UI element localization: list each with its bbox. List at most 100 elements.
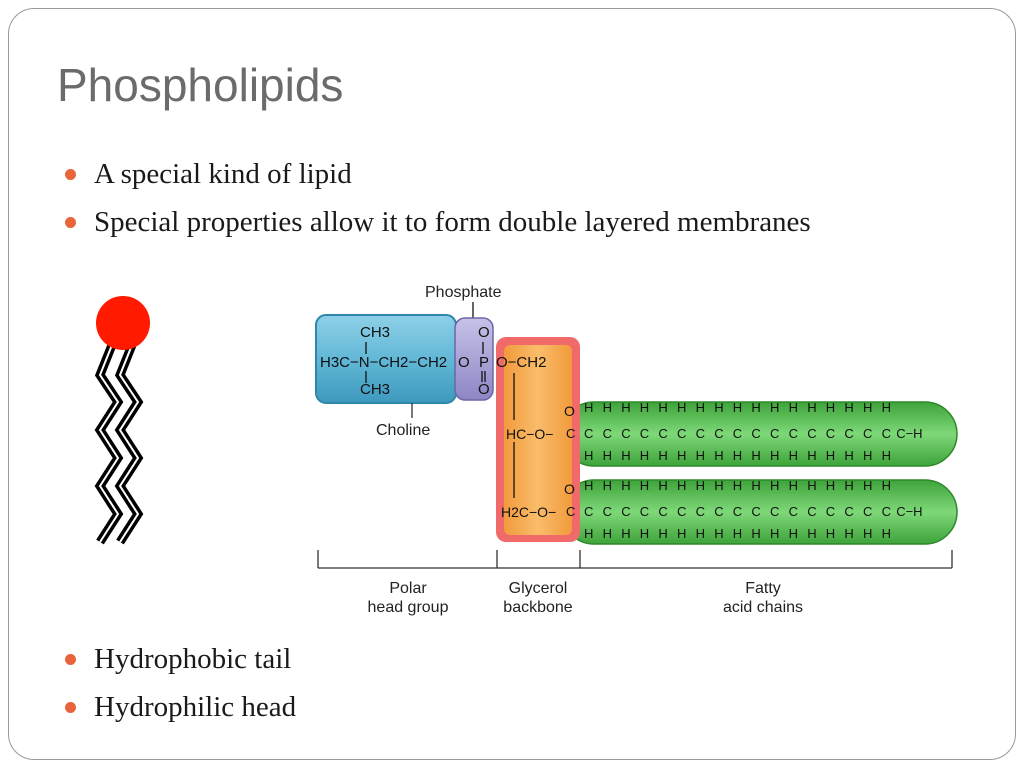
chain-hydrogen: H (584, 526, 593, 541)
chain-hydrogen: H (621, 478, 630, 493)
chain-hydrogen: H (770, 526, 779, 541)
chain-hydrogen: H (696, 478, 705, 493)
chain-hydrogen: H (844, 400, 853, 415)
chain-carbon: C (844, 504, 853, 519)
chain-hydrogen: H (584, 448, 593, 463)
chain-hydrogen: H (640, 478, 649, 493)
chain-carbon: C (621, 504, 630, 519)
chain-hydrogen: H (658, 400, 667, 415)
chain-hydrogen: H (789, 526, 798, 541)
chain-hydrogen: H (826, 526, 835, 541)
bullet-text: Hydrophobic tail (94, 643, 292, 675)
bullet-dot-icon (65, 217, 76, 228)
bullet-list-top: A special kind of lipid Special properti… (62, 150, 811, 246)
chain-hydrogen: H (733, 526, 742, 541)
chain-carbon: C (696, 504, 705, 519)
chain-hydrogen: H (751, 526, 760, 541)
chain-hydrogen: H (621, 400, 630, 415)
polar-head-label-line2: head group (368, 599, 449, 616)
tail-left-highlight (98, 344, 120, 543)
phospholipid-icon (94, 296, 150, 545)
chain-carbon: C (770, 504, 779, 519)
phosphate-o-bottom: O (478, 381, 490, 398)
chain-hydrogen: H (584, 400, 593, 415)
chain-hydrogen: H (751, 478, 760, 493)
chain-hydrogen: H (677, 526, 686, 541)
chain-carbon: C (714, 426, 723, 441)
backbone-ch2: O−CH2 (496, 354, 546, 371)
bullet-dot-icon (65, 702, 76, 713)
chain-carbon: C (789, 504, 798, 519)
chain-hydrogen: H (733, 400, 742, 415)
phosphate-o-top: O (478, 324, 490, 341)
hc-o-label: HC−O− (506, 426, 553, 442)
chain-hydrogen: H (844, 478, 853, 493)
phosphate-group (454, 317, 494, 401)
chain-hydrogen: H (863, 400, 872, 415)
chain-carbon: C (863, 426, 872, 441)
phospholipid-diagram: Phosphate CH3 H3C−N−CH2−CH2 CH3 O O P O … (315, 284, 958, 616)
chain-carbon: C (584, 504, 593, 519)
chain-hydrogen: H (844, 526, 853, 541)
chain-hydrogen: H (714, 448, 723, 463)
chain-hydrogen: H (882, 526, 891, 541)
chain-carbon: C (566, 426, 575, 441)
hydrophilic-head-icon (96, 296, 150, 350)
chain-hydrogen: H (658, 526, 667, 541)
chain-hydrogen: H (733, 448, 742, 463)
bullet-dot-icon (65, 654, 76, 665)
chain-carbon: C (751, 426, 760, 441)
chain-carbon: C (751, 504, 760, 519)
chain-hydrogen: H (807, 478, 816, 493)
chain-carbon: C (844, 426, 853, 441)
chain-hydrogen: H (863, 526, 872, 541)
chain-hydrogen: H (714, 526, 723, 541)
chain-hydrogen: H (770, 478, 779, 493)
phosphate-o-left: O (458, 354, 470, 371)
chain-carbon: C (882, 426, 891, 441)
chain-hydrogen: H (714, 478, 723, 493)
bullet-item: Hydrophobic tail (62, 635, 296, 683)
chain-hydrogen: H (807, 400, 816, 415)
chain-hydrogen: H (640, 526, 649, 541)
chain-hydrogen: H (640, 400, 649, 415)
h2c-o-label: H2C−O− (501, 504, 556, 520)
chain-hydrogen: H (882, 400, 891, 415)
chain-terminal: C−H (896, 426, 922, 441)
ch3-top: CH3 (360, 324, 390, 341)
chain-hydrogen: H (770, 448, 779, 463)
chain-hydrogen: H (677, 448, 686, 463)
fatty-acid-label-line2: acid chains (723, 599, 803, 616)
chain-hydrogen: H (603, 400, 612, 415)
chain-hydrogen: H (621, 448, 630, 463)
chain-hydrogen: H (807, 526, 816, 541)
chain-hydrogen: H (696, 526, 705, 541)
glycerol-backbone (504, 345, 572, 535)
phosphate-p: P (479, 354, 489, 371)
fatty-acid-label-line1: Fatty (745, 580, 781, 597)
chain-hydrogen: H (733, 478, 742, 493)
chain-carbon: C (658, 504, 667, 519)
chain-hydrogen: H (807, 448, 816, 463)
chain-hydrogen: H (658, 478, 667, 493)
chain-hydrogen: H (751, 400, 760, 415)
glycerol-label-line1: Glycerol (509, 580, 568, 597)
region-brackets (317, 550, 953, 569)
chain-carbon: C (789, 426, 798, 441)
phosphate-label: Phosphate (425, 284, 502, 301)
chain-carbon: C (677, 504, 686, 519)
chain-hydrogen: H (714, 400, 723, 415)
chain-carbon: C (640, 426, 649, 441)
chain-hydrogen: H (826, 478, 835, 493)
chain-carbon: C (826, 426, 835, 441)
chain-hydrogen: H (882, 478, 891, 493)
bullet-item: A special kind of lipid (62, 150, 811, 198)
bullet-list-bottom: Hydrophobic tail Hydrophilic head (62, 635, 296, 731)
choline-label: Choline (376, 422, 430, 439)
chain-hydrogen: H (603, 526, 612, 541)
chain-carbon: C (621, 426, 630, 441)
chain-hydrogen: H (658, 448, 667, 463)
chain-carbon: C (807, 426, 816, 441)
chain-carbon: C (566, 504, 575, 519)
bullet-dot-icon (65, 169, 76, 180)
